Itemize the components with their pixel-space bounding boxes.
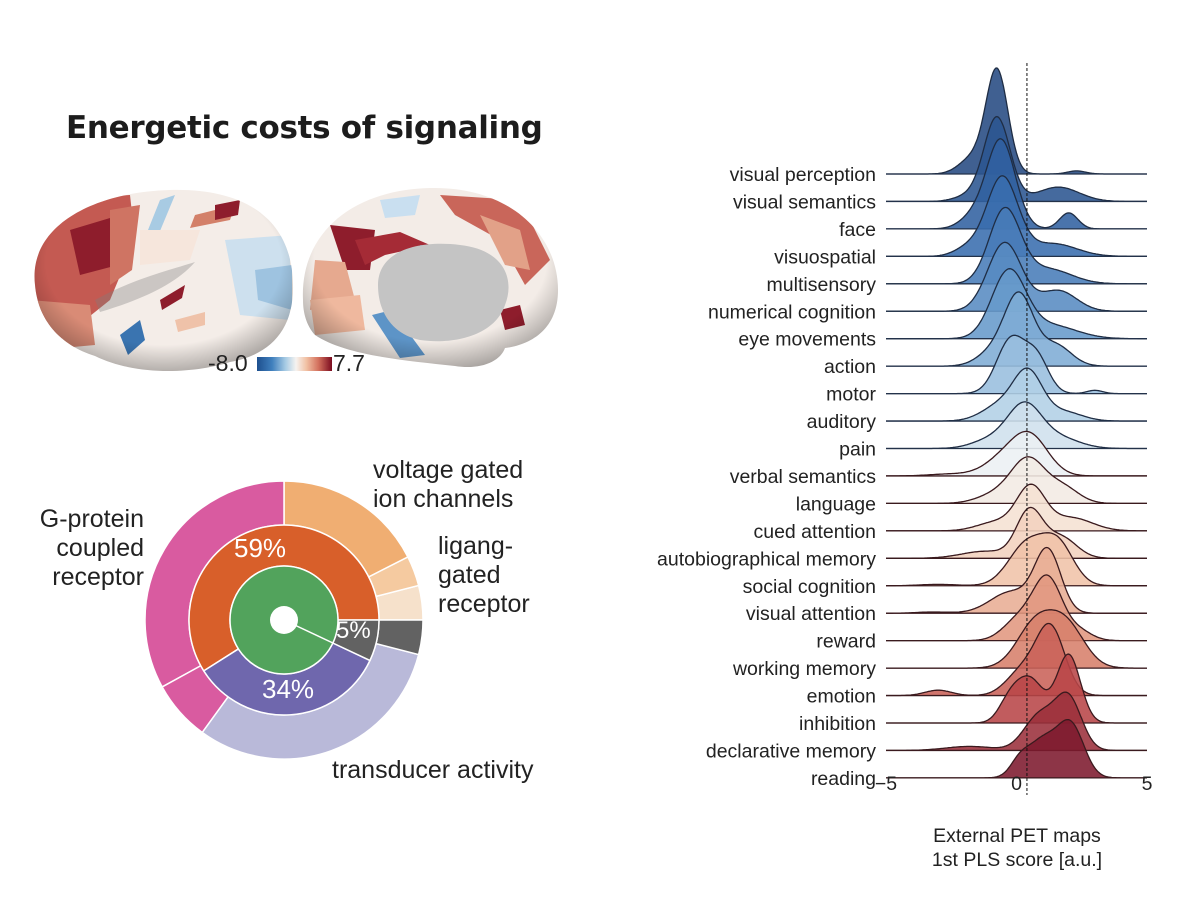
ridge-label: multisensory <box>767 274 877 296</box>
ridge-fill <box>886 368 1147 422</box>
label-vgic-line: ion channels <box>373 485 514 513</box>
ridge-fill <box>886 609 1147 669</box>
ridge-label: numerical cognition <box>708 301 876 323</box>
ridge-fill <box>886 401 1147 449</box>
ridge-fill <box>886 532 1147 586</box>
colorbar-max-label: 7.7 <box>333 350 365 376</box>
ridge-reading <box>886 718 1147 779</box>
ridge-visual-perception <box>886 67 1147 175</box>
ridge-fill <box>886 484 1147 531</box>
x-axis-title: 1st PLS score [a.u.] <box>932 849 1102 871</box>
ridge-label: language <box>796 493 876 515</box>
ridge-inhibition <box>886 653 1147 724</box>
ridge-language <box>886 456 1147 505</box>
x-axis-title: External PET maps <box>933 825 1101 847</box>
ridge-declarative-memory <box>886 691 1147 752</box>
label-voltage-gated: voltage gated ion channels <box>373 456 523 514</box>
ridge-label: eye movements <box>738 329 876 351</box>
ridge-label: face <box>839 219 876 241</box>
ridge-label: visual semantics <box>733 191 876 213</box>
label-lgr-line: ligang- <box>438 532 514 560</box>
brain-medial-view <box>302 187 558 368</box>
pct-label-other: 5% <box>336 617 371 644</box>
ridge-fill <box>886 175 1147 257</box>
ridge-label: reading <box>811 768 876 790</box>
label-vgic-line: voltage gated <box>373 456 524 484</box>
pct-label-transducer: 34% <box>262 674 315 704</box>
ridge-label: visuospatial <box>774 246 876 268</box>
label-transducer: transducer activity <box>332 756 534 784</box>
ridge-fill <box>886 335 1147 394</box>
donut-hole <box>270 606 298 634</box>
ridge-label: cued attention <box>753 521 876 543</box>
ridge-fill <box>886 431 1147 476</box>
x-tick-label: −5 <box>875 773 897 795</box>
label-lgr-line: gated <box>438 561 501 589</box>
ridge-label: inhibition <box>799 713 876 735</box>
pct-label-receptor: 59% <box>234 533 287 563</box>
label-gpcr-line: G-protein <box>39 505 144 533</box>
ridge-fill <box>886 207 1147 284</box>
nested-donut-chart <box>144 480 424 760</box>
label-gpcr-line: receptor <box>52 563 144 591</box>
label-gpcr: G-protein coupled receptor <box>24 505 144 592</box>
ridge-fill <box>886 68 1147 174</box>
x-tick-label: 0 <box>1011 773 1022 795</box>
brain-lateral-view <box>34 189 294 371</box>
ridge-label: visual attention <box>746 603 876 625</box>
colorbar-min-label: -8.0 <box>208 350 248 376</box>
figure-title: Energetic costs of signaling <box>66 110 543 146</box>
ridge-label: visual perception <box>730 164 876 186</box>
ridge-label: action <box>824 356 876 378</box>
label-ligand-gated: ligang- gated receptor <box>438 532 530 619</box>
ridge-label: working memory <box>732 658 876 680</box>
ridge-fill <box>886 719 1147 778</box>
x-tick-label: 5 <box>1142 773 1153 795</box>
ridge-label: declarative memory <box>706 740 876 762</box>
ridge-fill <box>886 692 1147 751</box>
label-lgr-line: receptor <box>438 590 530 618</box>
ridge-fill <box>886 138 1147 229</box>
ridge-fill <box>886 507 1147 559</box>
label-gpcr-line: coupled <box>56 534 144 562</box>
ridge-label: emotion <box>807 686 876 708</box>
ridge-label: autobiographical memory <box>657 548 876 570</box>
ridge-label: pain <box>839 439 876 461</box>
ridge-outline <box>886 691 1147 752</box>
ridge-fill <box>886 654 1147 723</box>
brain-surface-maps <box>34 187 558 371</box>
ridge-fill <box>886 547 1147 614</box>
ridge-fill <box>886 574 1147 641</box>
ridge-fill <box>886 291 1147 367</box>
ridge-label: reward <box>816 631 876 653</box>
ridge-label: auditory <box>807 411 877 433</box>
ridge-label: social cognition <box>743 576 876 598</box>
ridges <box>886 67 1147 779</box>
ridge-social-cognition <box>886 532 1147 587</box>
ridge-label: verbal semantics <box>730 466 877 488</box>
ridge-label: motor <box>826 384 876 406</box>
ridge-working-memory <box>886 609 1147 669</box>
colorbar <box>257 357 332 371</box>
ridge-fill <box>886 456 1147 504</box>
